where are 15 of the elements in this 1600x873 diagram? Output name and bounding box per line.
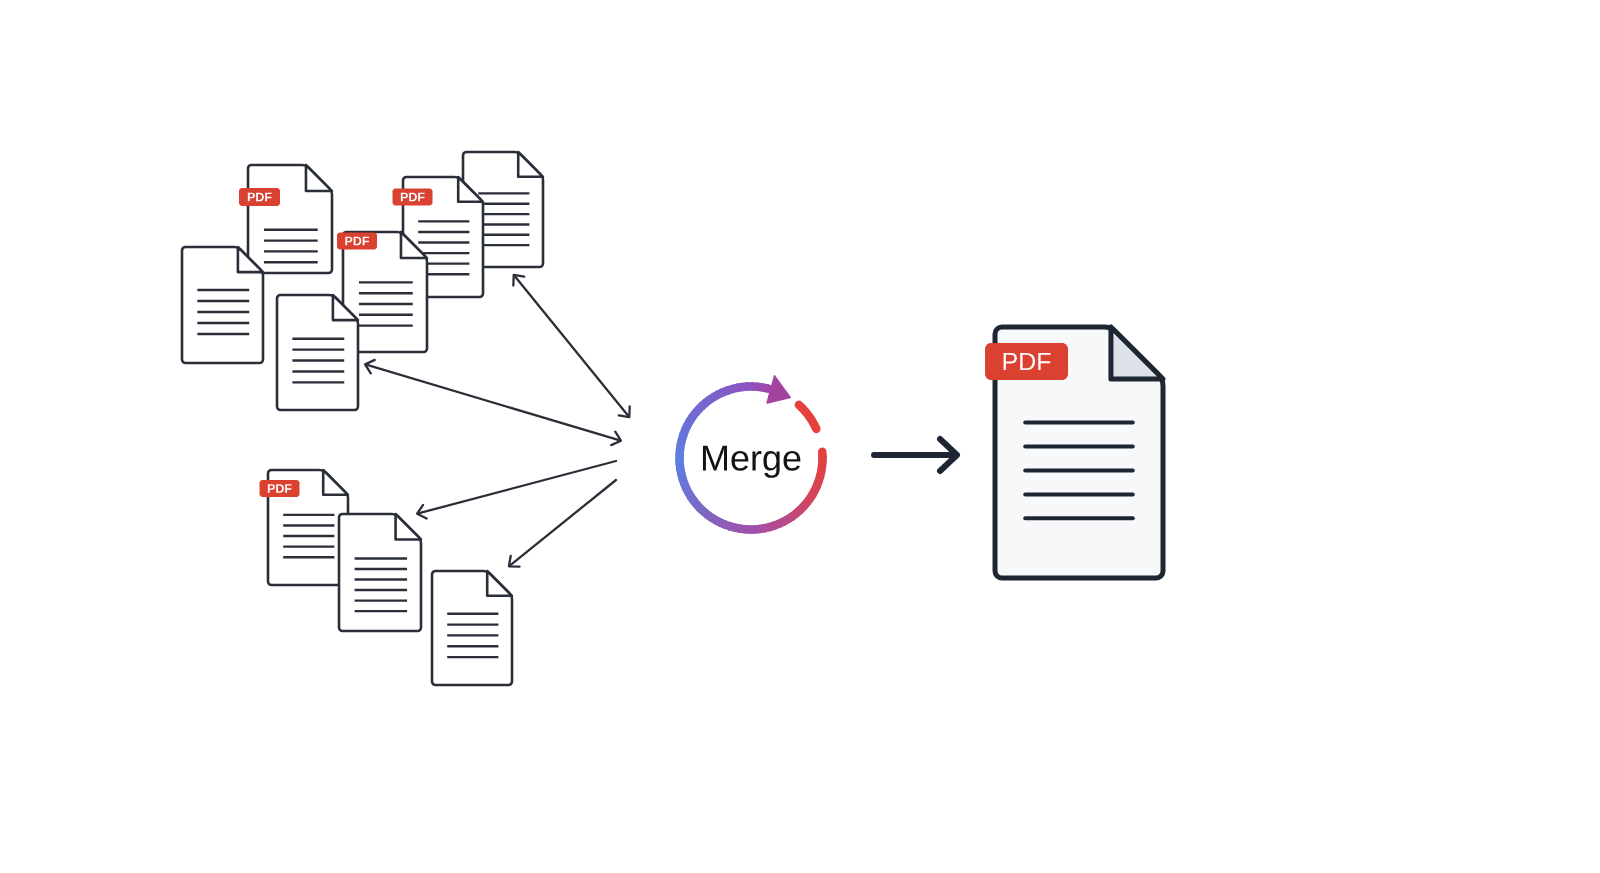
arrow <box>871 436 960 474</box>
arrow <box>415 459 618 520</box>
double-arrow <box>512 273 631 419</box>
document-icon <box>180 245 265 365</box>
file-type-badge: PDF <box>985 343 1068 380</box>
file-type-badge: PDF <box>259 480 300 497</box>
document-icon <box>430 569 514 687</box>
node-label: Merge <box>702 445 801 478</box>
file-type-badge: PDF <box>337 232 377 250</box>
document-icon <box>337 512 423 633</box>
document-icon <box>275 293 360 412</box>
double-arrow <box>363 358 623 447</box>
file-type-badge: PDF <box>392 188 433 206</box>
file-type-badge: PDF <box>239 188 280 206</box>
arrow <box>507 478 618 568</box>
